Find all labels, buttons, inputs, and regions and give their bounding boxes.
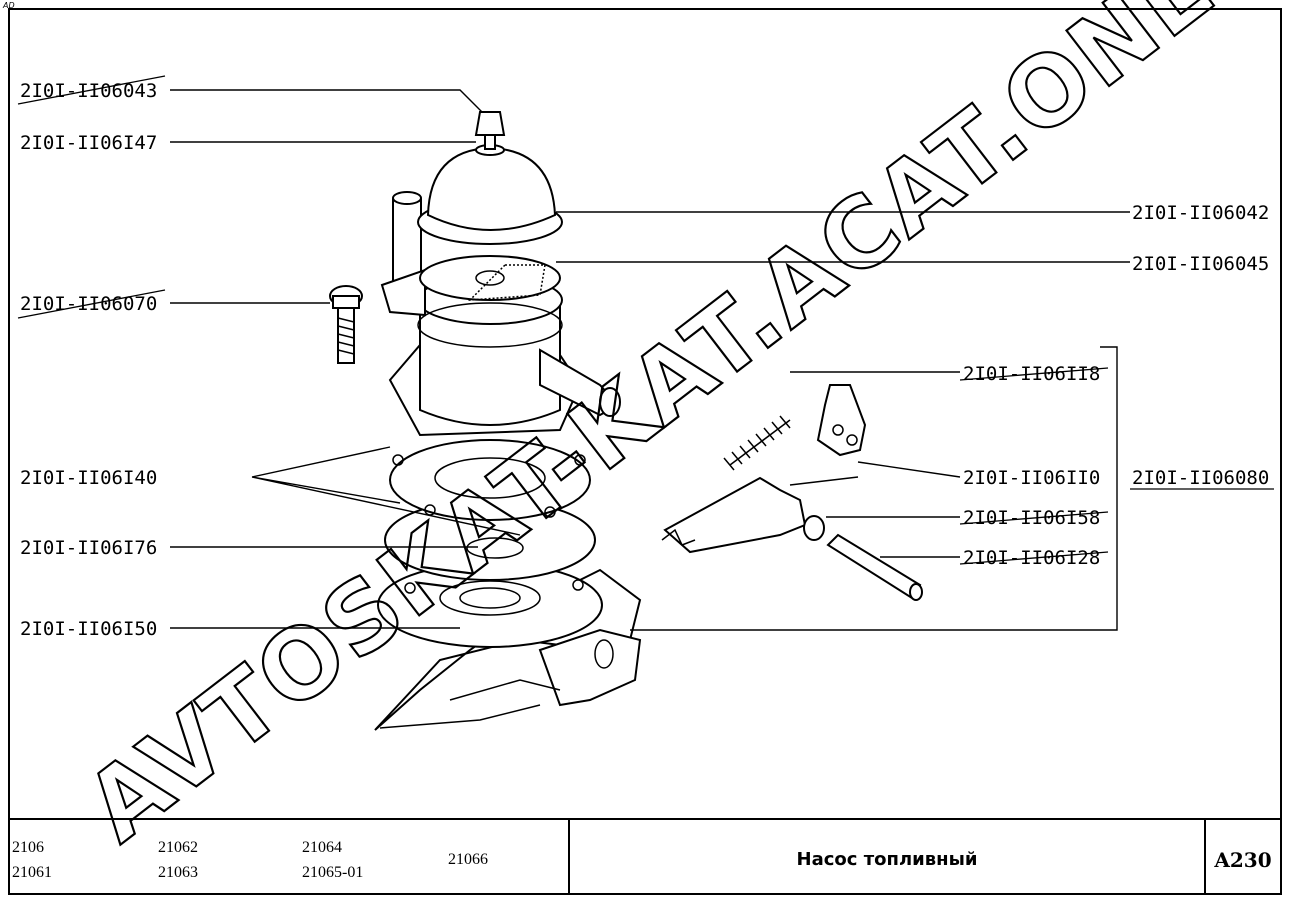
model-2106: 2106 [12, 839, 44, 856]
watermark: AVTOSKAT-KAT.ACAT.ONLINE [66, 0, 1290, 863]
model-21061: 21061 [12, 864, 52, 881]
callout-lever: 2I0I-II06II0 [963, 467, 1100, 489]
model-21062: 21062 [158, 839, 198, 856]
code-cell: A230 [1206, 820, 1280, 895]
corner-mark: AD [3, 1, 15, 10]
callout-lever-assembly: 2I0I-II06080 [1132, 467, 1269, 489]
model-list: 2106 21061 21062 21063 21064 21065-01 21… [8, 820, 570, 895]
model-21064: 21064 [302, 839, 342, 856]
model-21065-01: 21065-01 [302, 864, 364, 881]
drawing-frame [8, 8, 1282, 895]
model-21066: 21066 [448, 851, 488, 868]
callout-cover-gasket: 2I0I-II06042 [1132, 202, 1269, 224]
model-21063: 21063 [158, 864, 198, 881]
callout-bolt-washer: 2I0I-II06I47 [20, 132, 157, 154]
title-cell: Насос топливный [570, 820, 1206, 895]
callout-diaphragm-spring: 2I0I-II06I50 [20, 618, 157, 640]
label-strike-marks [17, 75, 1274, 565]
page-code: A230 [1214, 848, 1272, 872]
callout-diaphragm: 2I0I-II06I76 [20, 537, 157, 559]
page-title: Насос топливный [796, 849, 978, 870]
callout-filter-screen: 2I0I-II06045 [1132, 253, 1269, 275]
leader-lines [170, 89, 1130, 631]
title-block: 2106 21061 21062 21063 21064 21065-01 21… [8, 818, 1282, 895]
callout-diaphragm-gaskets: 2I0I-II06I40 [20, 467, 157, 489]
pump-drawing [329, 111, 923, 731]
